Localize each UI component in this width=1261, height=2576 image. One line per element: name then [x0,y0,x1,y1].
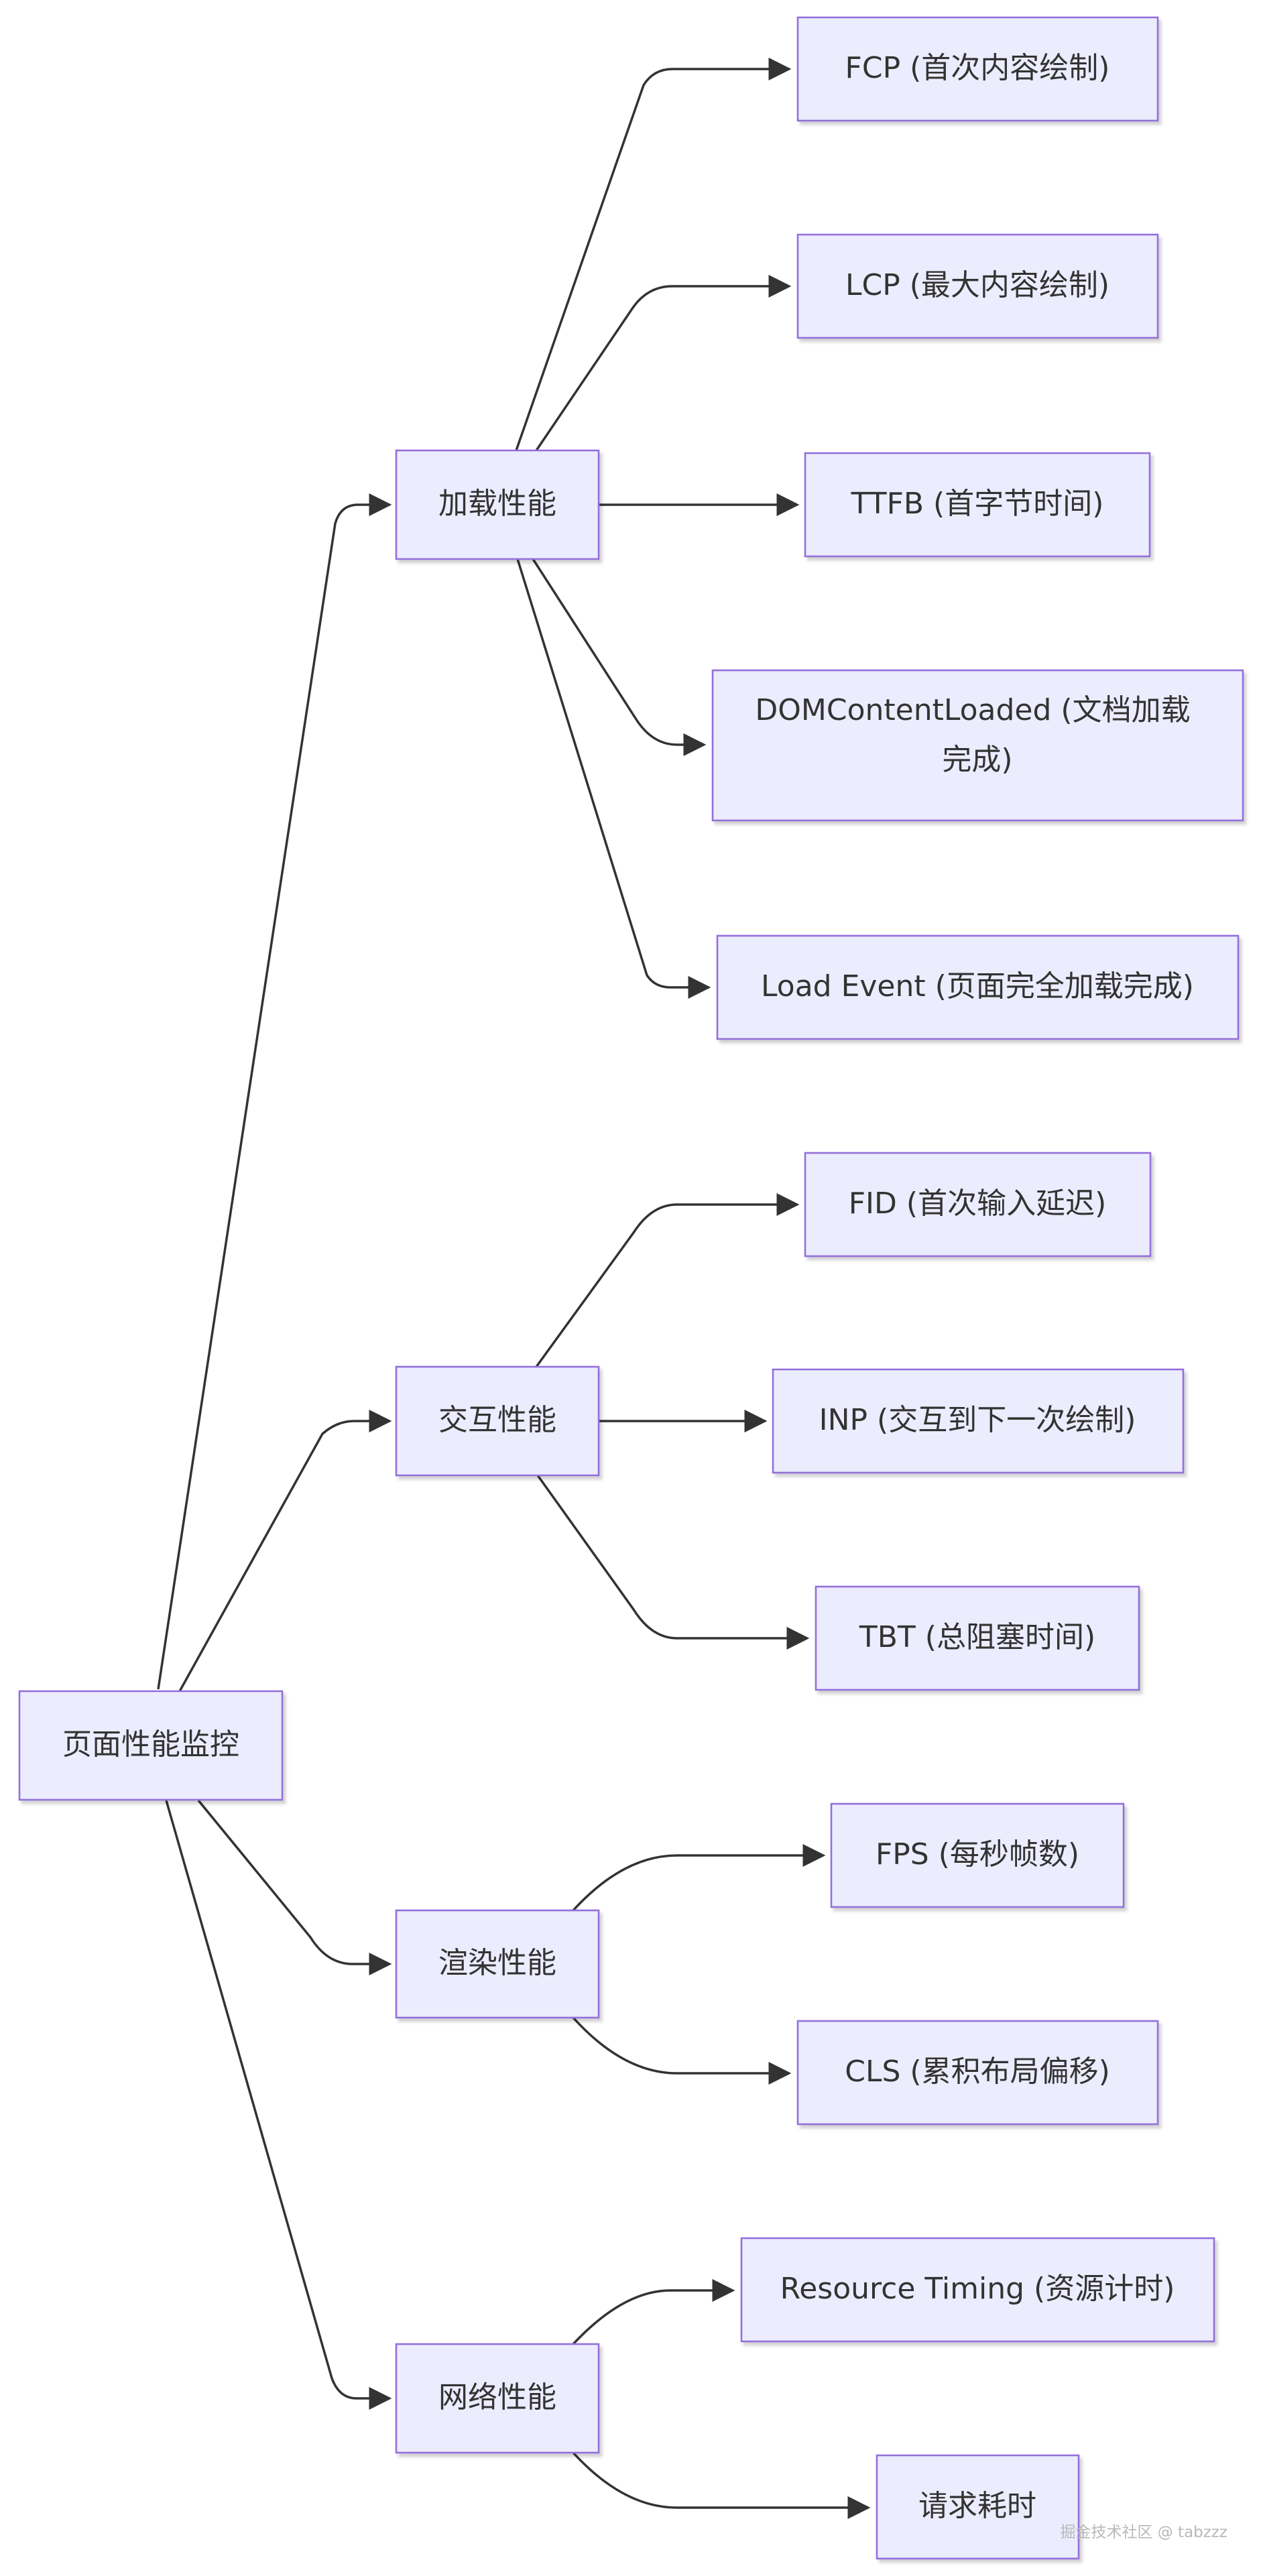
edge-network-to-resource-timing [572,2279,735,2345]
edge-load-to-load-event [516,558,711,999]
metric-node-load-event: Load Event (页面完全加载完成) [716,934,1240,1040]
edge-render-to-cls [572,2016,792,2085]
metric-node-fid-label: FID (首次输入延迟) [849,1186,1106,1221]
metric-node-request-time: 请求耗时 [876,2454,1080,2560]
category-node-interaction: 交互性能 [395,1365,600,1477]
metric-node-resource-timing: Resource Timing (资源计时) [740,2237,1215,2343]
metric-node-dcl-label-line-1: DOMContentLoaded (文档加载 [755,693,1190,727]
metric-node-dcl: DOMContentLoaded (文档加载 完成) [711,669,1244,822]
metric-node-lcp-label: LCP (最大内容绘制) [845,268,1109,302]
root-node: 页面性能监控 [18,1690,284,1801]
edge-network-to-request-time [572,2451,871,2519]
metric-node-fid: FID (首次输入延迟) [804,1152,1152,1258]
metric-node-fcp-label: FCP (首次内容绘制) [845,51,1110,85]
category-node-interaction-label: 交互性能 [438,1403,556,1437]
edge-load-to-lcp [535,275,792,451]
category-node-render-label: 渲染性能 [438,1946,556,1980]
category-node-network-label: 网络性能 [438,2380,556,2414]
metric-node-resource-timing-label: Resource Timing (资源计时) [780,2272,1175,2306]
root-node-label: 页面性能监控 [62,1727,239,1762]
metric-node-fps: FPS (每秒帧数) [830,1802,1125,1908]
edge-root-to-render [197,1799,392,1975]
metric-node-inp: INP (交互到下一次绘制) [772,1368,1185,1474]
metric-node-ttfb-label: TTFB (首字节时间) [851,487,1104,521]
edge-render-to-fps [572,1844,826,1912]
category-node-load-label: 加载性能 [438,487,556,521]
metric-node-tbt: TBT (总阻塞时间) [815,1585,1140,1691]
edge-interaction-to-fid [535,1193,800,1368]
category-node-network: 网络性能 [395,2343,600,2454]
metric-node-dcl-label: DOMContentLoaded (文档加载 完成) [755,693,1199,777]
connector-layer [157,58,871,2519]
category-node-load: 加载性能 [395,449,600,560]
node-layer: 页面性能监控 加载性能 交互性能 渲染性能 网络性能 FCP (首次内容绘制) [18,16,1244,2560]
metric-node-load-event-label: Load Event (页面完全加载完成) [761,969,1194,1003]
metric-node-cls-label: CLS (累积布局偏移) [845,2054,1109,2089]
metric-node-tbt-label: TBT (总阻塞时间) [859,1620,1095,1654]
edge-root-to-interaction [178,1410,392,1692]
metric-node-dcl-label-line-2: 完成) [942,743,1012,777]
edge-root-to-load [157,493,392,1690]
metric-node-ttfb: TTFB (首字节时间) [804,452,1151,558]
metric-node-request-time-label: 请求耗时 [918,2489,1036,2523]
watermark: 掘金技术社区 @ tabzzz [1060,2524,1227,2541]
metric-node-lcp: LCP (最大内容绘制) [796,233,1159,339]
category-node-render: 渲染性能 [395,1909,600,2019]
edge-root-to-network [165,1800,392,2410]
edge-load-to-fcp [515,58,792,451]
edge-load-to-dcl [532,558,707,756]
metric-node-inp-label: INP (交互到下一次绘制) [819,1403,1136,1437]
metric-node-fcp: FCP (首次内容绘制) [796,16,1159,122]
metric-node-cls: CLS (累积布局偏移) [796,2020,1159,2126]
edge-interaction-to-tbt [536,1474,810,1650]
metric-node-fps-label: FPS (每秒帧数) [876,1837,1079,1872]
